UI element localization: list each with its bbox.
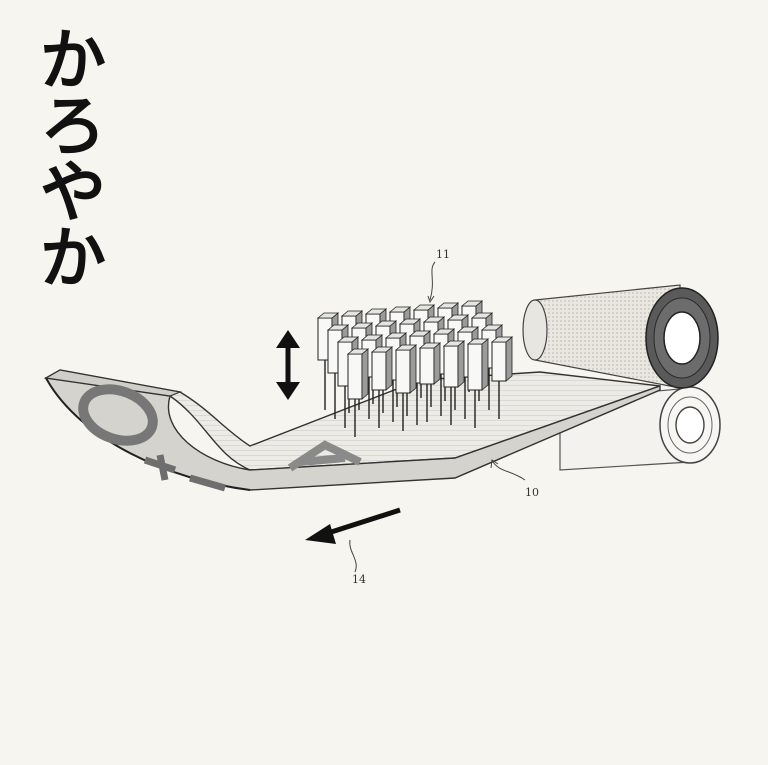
vertical-motion-arrow [276, 330, 300, 400]
label-10: 10 [525, 486, 539, 499]
feed-direction-arrow [305, 507, 401, 544]
page-title: か ろ や か [40, 28, 112, 292]
title-char: や [40, 154, 106, 231]
leader-line-11 [429, 261, 436, 301]
needle-head [316, 300, 514, 437]
upper-roll [522, 284, 719, 389]
label-11: 11 [436, 248, 450, 261]
title-char: ろ [40, 88, 106, 165]
leader-line-10 [492, 461, 526, 481]
label-14: 14 [352, 573, 366, 586]
title-char: か [40, 22, 106, 99]
leader-line-14 [349, 539, 357, 573]
felt-sheet [43, 369, 661, 492]
title-char: か [40, 220, 106, 297]
